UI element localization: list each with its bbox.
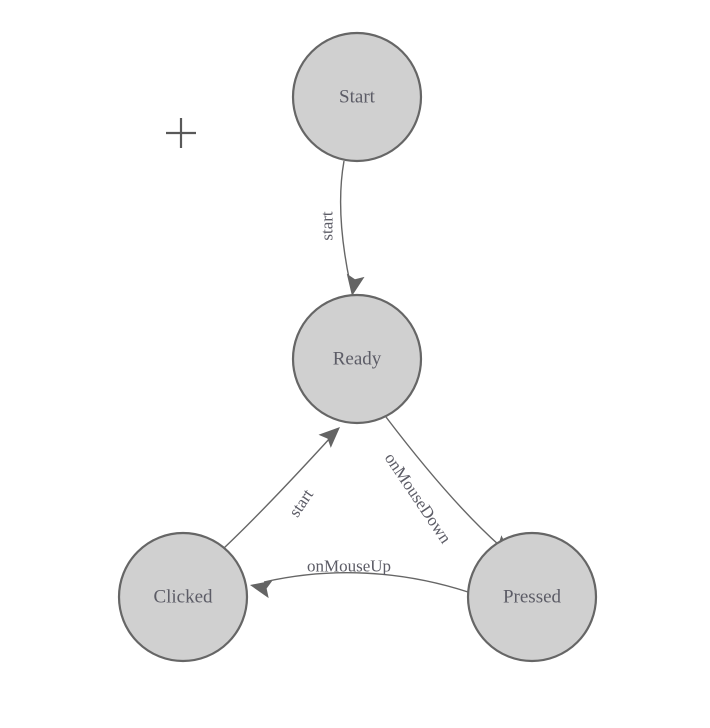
node-circle[interactable] — [291, 293, 423, 425]
edge-label: onMouseUp — [307, 557, 391, 576]
edge-pressed-to-clicked: onMouseUp — [250, 557, 469, 599]
edge-label: start — [318, 211, 337, 241]
node-ready[interactable]: Ready — [291, 293, 423, 425]
node-start[interactable]: Start — [291, 31, 423, 163]
node-circle[interactable] — [291, 31, 423, 163]
node-label: Clicked — [153, 587, 213, 608]
edge-label: onMouseDown — [381, 449, 456, 547]
edge-start-to-ready: start — [318, 160, 365, 296]
edge-line — [385, 416, 501, 547]
edge-ready-to-pressed: onMouseDown — [381, 416, 511, 556]
edge-arrowhead — [250, 580, 273, 599]
edge-arrowhead — [318, 427, 340, 448]
edge-line — [223, 436, 332, 549]
node-circle[interactable] — [466, 531, 598, 663]
node-label: Start — [339, 87, 376, 108]
node-circle[interactable] — [117, 531, 249, 663]
edge-line — [339, 160, 351, 284]
edge-arrowhead — [346, 273, 365, 296]
node-label: Ready — [333, 349, 382, 370]
node-label: Pressed — [503, 587, 562, 608]
node-clicked[interactable]: Clicked — [117, 531, 249, 663]
node-pressed[interactable]: Pressed — [466, 531, 598, 663]
edge-clicked-to-ready: start — [223, 427, 340, 549]
edge-line — [263, 572, 469, 593]
crosshair-icon — [166, 118, 196, 148]
edge-label: start — [285, 485, 317, 520]
